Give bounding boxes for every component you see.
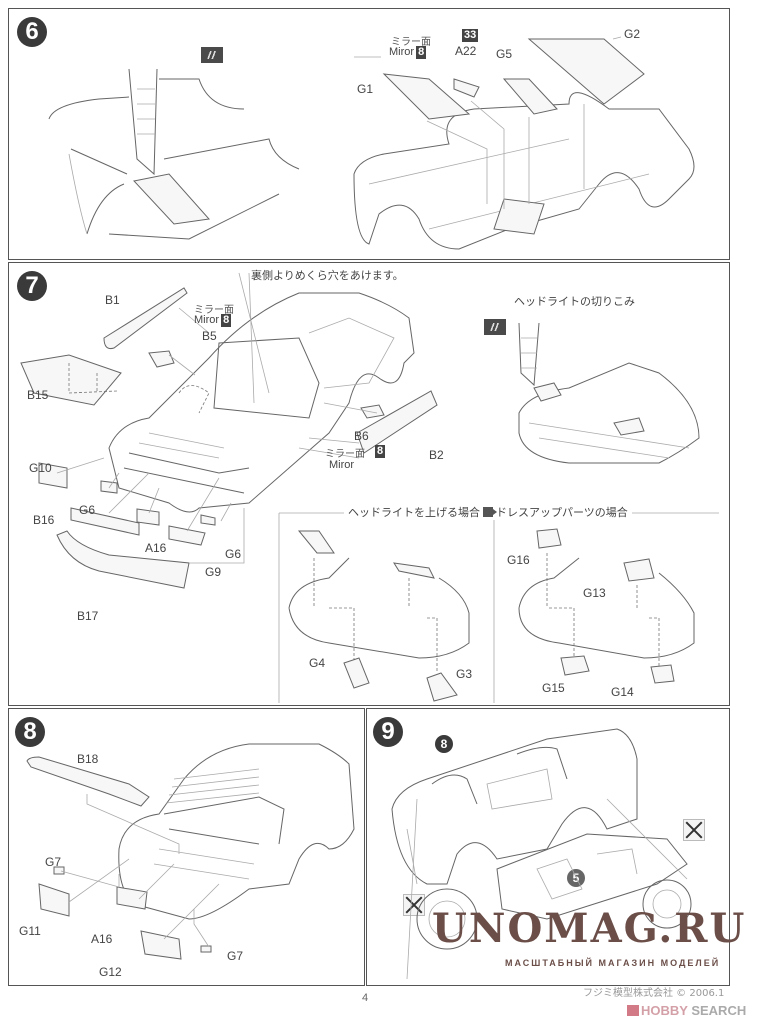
knife-icon [201,47,223,63]
color-code-8-b: 8 [375,445,386,458]
step-6-number: 6 [17,17,47,47]
copyright-notice: フジミ模型株式会社 © 2006.1 [583,988,725,999]
part-a16-label: A16 [145,541,167,555]
part-b17-label: B17 [77,609,99,623]
part-b16-label: B16 [33,513,55,527]
step-7-number: 7 [17,271,47,301]
part-g7-label-2: G7 [227,949,244,963]
step-7-drawing [20,272,719,703]
part-g15-label: G15 [542,681,565,695]
mirror-face-jp: ミラー面 [391,37,431,48]
part-g3-label: G3 [456,667,473,681]
option-raised-headlight: ヘッドライトを上げる場合 [348,506,480,519]
step-8-drawing [26,743,355,960]
page-number: 4 [362,992,369,1004]
option-header: ヘッドライトを上げる場合 ドレスアップパーツの場合 [344,504,632,520]
color-code-8: 8 [221,314,232,327]
part-b6-label: B6 [354,429,369,443]
step-8-number: 8 [15,717,45,747]
part-g13-label: G13 [583,586,606,600]
part-g11-label: G11 [19,924,41,938]
part-b1-label: B1 [105,293,120,307]
part-g2-label: G2 [624,27,641,41]
part-g6-label-2: G6 [225,547,242,561]
mirror-en-text: Miror [194,314,220,326]
hobby-search-rest: SEARCH [687,1003,747,1018]
step-8-panel: 8 B18 G7 G11 A16 G7 G12 [8,708,365,986]
headlight-cut-note: ヘッドライトの切りこみ [514,295,635,308]
step-9-number: 9 [373,717,403,747]
step-9-drawing [391,728,692,980]
color-code-33: 33 [462,29,479,42]
alternative-icon [483,507,497,517]
part-g6-label: G6 [79,503,96,517]
mirror-en-text: Miror [389,46,415,58]
step-9-panel: 9 8 5 [366,708,730,986]
hobby-search-watermark: HOBBY SEARCH [627,1003,746,1018]
step-6-drawing [48,36,695,250]
hobby-search-logo-icon [627,1005,639,1016]
hobby-search-accent: HOBBY [641,1003,688,1018]
unomag-watermark: UNOMAG.RU [432,905,747,952]
mirror-face-jp: ミラー面 [194,305,234,316]
part-g5-label: G5 [496,47,513,61]
unomag-watermark-subtitle: МАСШТАБНЫЙ МАГАЗИН МОДЕЛЕЙ [505,958,721,968]
part-b15-label: B15 [27,388,49,402]
knife-icon [484,319,506,335]
part-g7-label: G7 [45,855,62,869]
blind-hole-note: 裏側よりめくら穴をあけます。 [251,269,404,282]
color-code-8: 8 [416,46,427,59]
step-5-reference: 5 [567,869,585,887]
part-a22-label: A22 [455,44,477,58]
part-a16-label: A16 [91,932,113,946]
mirror-face-jp-2: ミラー面 [325,449,365,460]
part-b2-label: B2 [429,448,444,462]
part-g1-label: G1 [357,82,374,96]
part-g10-label: G10 [29,461,52,475]
step-8-reference: 8 [435,735,453,753]
part-g9-label: G9 [205,565,222,579]
part-g12-label: G12 [99,965,122,979]
option-dressup-parts: ドレスアップパーツの場合 [496,506,628,519]
mirror-face-en-2: Miror [329,459,355,471]
cut-icon [403,894,425,916]
part-b5-label: B5 [202,329,217,343]
part-g16-label: G16 [507,553,530,567]
part-b18-label: B18 [77,752,99,766]
part-g4-label: G4 [309,656,326,670]
cut-icon [683,819,705,841]
part-g14-label: G14 [611,685,634,699]
step-7-panel: 7 裏側よりめくら穴をあけます。 ヘッドライトの切りこみ [8,262,730,706]
